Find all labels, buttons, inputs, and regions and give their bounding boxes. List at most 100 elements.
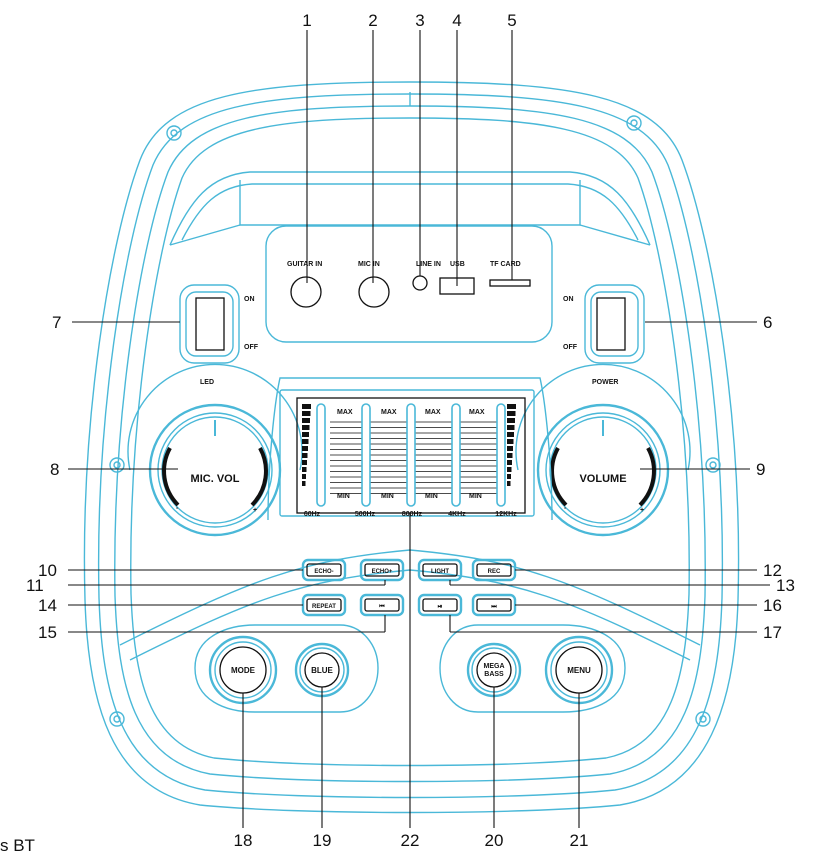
svg-text:ECHO+: ECHO+ — [372, 569, 393, 575]
eq-level-segment — [507, 411, 516, 416]
guitar-in-jack[interactable] — [290, 276, 322, 308]
eq-level-segment — [302, 446, 308, 451]
eq-level-segment — [302, 453, 308, 458]
rec-button[interactable]: REC — [471, 558, 517, 582]
eq-level-segment — [302, 425, 310, 430]
eq-max-1: MAX — [337, 409, 353, 416]
eq-level-segment — [507, 453, 513, 458]
mic-vol-minus: - — [176, 505, 179, 512]
eq-slider-track[interactable] — [316, 403, 326, 507]
led-on-label: ON — [244, 296, 255, 303]
eq-band-800hz: 800Hz — [402, 511, 423, 518]
play-pause-icon: ⏯ — [438, 604, 443, 610]
tf-card-slot[interactable] — [489, 279, 531, 287]
echo-plus-button[interactable]: ECHO+ — [359, 558, 405, 582]
eq-slider-track[interactable] — [496, 403, 506, 507]
eq-slider-track[interactable] — [451, 403, 461, 507]
mic-vol-label: MIC. VOL — [191, 473, 240, 485]
eq-level-segment — [302, 467, 307, 472]
mic-in-label: MIC IN — [358, 261, 380, 268]
eq-level-segment — [507, 467, 512, 472]
play-pause-button[interactable]: ⏯ — [417, 593, 463, 617]
led-off-label: OFF — [244, 344, 259, 351]
input-panel: GUITAR IN MIC IN LINE IN USB TF CARD — [265, 225, 553, 343]
eq-slider-track[interactable] — [406, 403, 416, 507]
callout-8: 8 — [50, 460, 59, 479]
eq-level-segment — [302, 411, 311, 416]
guitar-in-label: GUITAR IN — [287, 261, 322, 268]
mic-in-jack[interactable] — [358, 276, 390, 308]
equalizer-panel: MAX MAX MAX MAX MIN MIN MIN MIN 60Hz 500… — [267, 377, 553, 521]
callout-18: 18 — [234, 831, 253, 850]
eq-band-60hz: 60Hz — [304, 511, 321, 518]
eq-level-segment — [507, 474, 511, 479]
eq-level-segment — [302, 460, 307, 465]
callout-14: 14 — [38, 596, 57, 615]
led-label: LED — [200, 379, 214, 386]
callout-17: 17 — [763, 623, 782, 642]
callout-7: 7 — [52, 313, 61, 332]
right-pod — [439, 624, 626, 713]
eq-band-4khz: 4KHz — [448, 511, 466, 518]
callout-20: 20 — [485, 831, 504, 850]
svg-text:MODE: MODE — [231, 666, 256, 675]
callout-13: 13 — [776, 576, 795, 595]
eq-max-2: MAX — [381, 409, 397, 416]
eq-level-segment — [507, 439, 514, 444]
tf-card-label: TF CARD — [490, 261, 521, 268]
eq-level-bars — [302, 404, 516, 486]
volume-knob[interactable]: VOLUME - + — [515, 363, 691, 537]
bottom-caption-fragment: s BT — [0, 836, 35, 855]
eq-slider-track[interactable] — [361, 403, 371, 507]
callout-9: 9 — [756, 460, 765, 479]
mic-vol-plus: + — [253, 507, 257, 514]
volume-plus: + — [640, 507, 644, 514]
power-switch[interactable]: ON OFF POWER — [563, 284, 645, 386]
next-icon: ⏭ — [491, 604, 497, 610]
callout-15: 15 — [38, 623, 57, 642]
left-pod — [194, 624, 379, 713]
leader-lines — [68, 30, 770, 828]
callout-1: 1 — [302, 11, 311, 30]
button-row: ECHO- ECHO+ LIGHT REC REPEAT ⏮ ⏯ ⏭ — [301, 558, 517, 617]
prev-button[interactable]: ⏮ — [359, 593, 405, 617]
eq-level-segment — [302, 474, 306, 479]
eq-min-4: MIN — [469, 493, 482, 500]
callout-6: 6 — [763, 313, 772, 332]
svg-text:BASS: BASS — [484, 671, 504, 678]
eq-sliders[interactable] — [316, 403, 506, 507]
eq-max-3: MAX — [425, 409, 441, 416]
svg-text:REPEAT: REPEAT — [312, 604, 336, 610]
callout-16: 16 — [763, 596, 782, 615]
volume-label: VOLUME — [579, 473, 626, 485]
callout-numbers: 1 2 3 4 5 6 7 8 9 10 11 12 13 14 16 15 1… — [26, 11, 795, 850]
next-button[interactable]: ⏭ — [471, 593, 517, 617]
callout-12: 12 — [763, 561, 782, 580]
callout-5: 5 — [507, 11, 516, 30]
eq-level-segment — [302, 439, 309, 444]
eq-level-segment — [507, 432, 514, 437]
mic-vol-knob[interactable]: MIC. VOL - + — [127, 363, 303, 537]
line-in-jack[interactable] — [412, 275, 428, 291]
repeat-button[interactable]: REPEAT — [301, 593, 347, 617]
eq-level-segment — [302, 404, 311, 409]
callout-10: 10 — [38, 561, 57, 580]
power-on-label: ON — [563, 296, 574, 303]
svg-text:BLUE: BLUE — [311, 666, 333, 675]
housing — [83, 81, 740, 814]
eq-level-segment — [507, 446, 513, 451]
eq-level-segment — [302, 432, 309, 437]
volume-minus: - — [564, 505, 567, 512]
eq-level-segment — [507, 418, 515, 423]
led-switch[interactable]: ON OFF LED — [179, 284, 259, 386]
eq-min-3: MIN — [425, 493, 438, 500]
svg-text:REC: REC — [488, 569, 501, 575]
eq-level-segment — [507, 481, 511, 486]
prev-icon: ⏮ — [379, 604, 385, 610]
light-button[interactable]: LIGHT — [417, 558, 463, 582]
callout-2: 2 — [368, 11, 377, 30]
eq-level-segment — [507, 460, 512, 465]
eq-level-segment — [302, 418, 310, 423]
